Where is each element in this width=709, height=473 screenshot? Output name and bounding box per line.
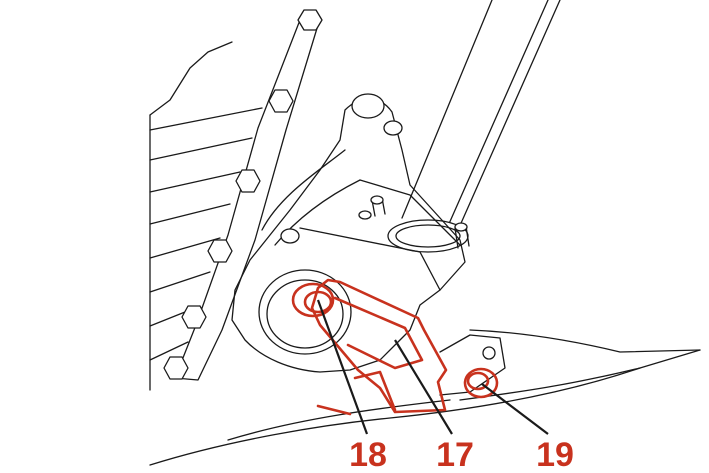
bolt-19-head [463,367,499,399]
bracket-17-face [333,296,424,370]
frame-rear-edge [469,329,701,353]
hex-bolt [235,169,261,193]
callout-labels: 18 17 19 [349,436,574,473]
frame-outline [149,349,701,466]
hex-bolt [268,89,294,113]
leader-line-18 [316,299,369,435]
housing-side-ridge [299,227,441,291]
mount-studs [280,195,470,249]
bearing-bore-inner [266,279,344,349]
bracket-17-outline [310,278,448,414]
shock-tube-inner [447,0,549,227]
bolt-18-washer [303,290,333,314]
housing-top-ridge [359,179,461,246]
shock-tube-right [457,0,561,231]
stud [358,210,372,220]
callout-label-19: 19 [536,436,574,473]
callout-label-17: 17 [436,436,474,473]
stud [280,228,300,244]
gearcase-fin-5 [149,237,221,259]
leader-line-19 [481,383,549,435]
hex-bolt [297,9,323,31]
hex-bolt [181,305,207,329]
callout-label-18: 18 [349,436,387,473]
frame-bolt-hole [482,346,496,360]
gearcase-fin-3 [149,171,241,193]
engine-line-art [149,0,701,466]
gearcase-fin-4 [149,203,231,225]
hex-bolt [163,356,189,380]
bolt-19-washer [466,371,490,391]
gearcase-fin-1 [149,107,263,131]
callout-leaders [316,299,549,435]
shock-tube-left [401,0,493,219]
bearing-bore-outer [258,269,352,355]
housing-arm-upper [261,149,346,231]
stud [370,195,384,205]
frame-bracket-plate [439,334,506,396]
gearcase-fin-2 [149,137,253,161]
leader-line-17 [394,339,453,435]
housing-top-boss [351,93,385,119]
gearcase-flange [174,19,319,381]
gearcase-back-edge [149,41,233,116]
shock-base-ring [395,224,461,248]
housing-top-boss-cap [383,120,403,136]
gearcase-fin-8 [149,341,189,361]
hex-bolt [207,239,233,263]
gearcase-fin-6 [149,271,211,293]
bolt-18-head [291,282,335,318]
highlighted-parts [291,278,499,416]
flange-bolts [163,9,323,380]
frame-inner-line [227,399,451,441]
stud [454,222,468,232]
bracket-17-lower-edge [316,370,397,416]
